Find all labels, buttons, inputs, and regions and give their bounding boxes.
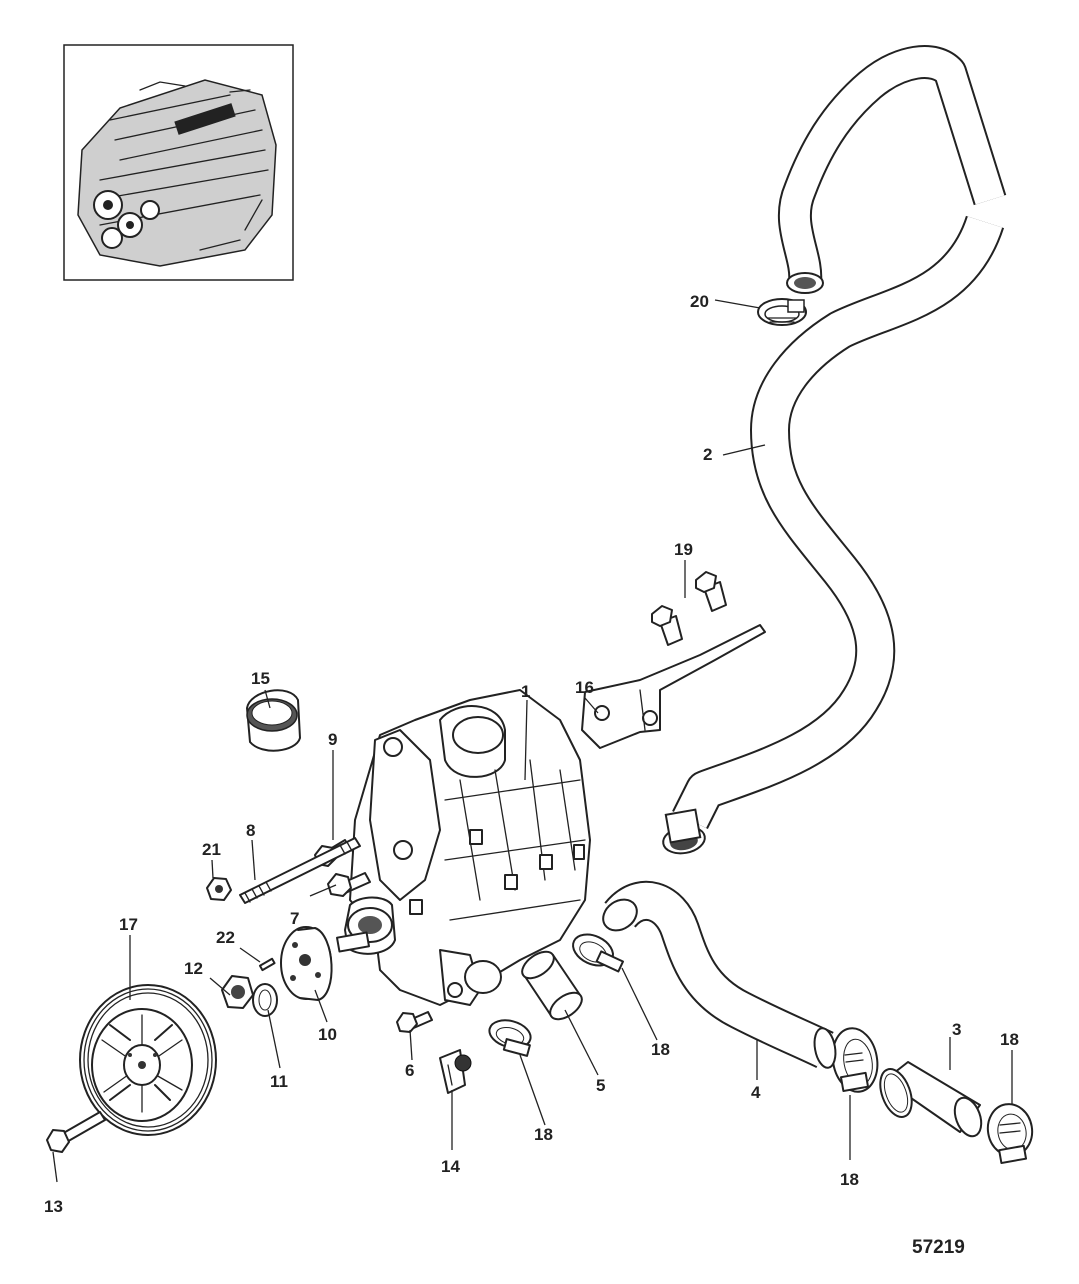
callout-9: 9 <box>328 730 337 749</box>
plug-part-14 <box>439 1049 472 1094</box>
callout-13: 13 <box>44 1197 63 1216</box>
callout-1: 1 <box>521 682 530 701</box>
callout-8: 8 <box>246 821 255 840</box>
callout-18-d: 18 <box>1000 1030 1019 1049</box>
hose-clamp-part-18-a <box>488 1019 532 1057</box>
callout-15: 15 <box>251 669 270 688</box>
callout-labels: 1 2 3 4 5 6 7 8 9 10 11 12 13 14 15 16 1… <box>44 292 1019 1216</box>
callout-14: 14 <box>441 1157 460 1176</box>
callout-18-b: 18 <box>651 1040 670 1059</box>
nut-part-12 <box>221 975 254 1009</box>
callout-16: 16 <box>575 678 594 697</box>
bracket-part-16 <box>581 624 766 749</box>
figure-number: 57219 <box>912 1237 965 1258</box>
callout-4: 4 <box>751 1083 761 1102</box>
water-pump-part-1 <box>336 689 591 1006</box>
cap-part-15 <box>246 689 301 752</box>
upper-hose-part-2 <box>662 45 1007 855</box>
pin-part-22 <box>258 957 276 972</box>
lower-hose-part-4 <box>602 880 837 1069</box>
callout-17: 17 <box>119 915 138 934</box>
callout-6: 6 <box>405 1061 414 1080</box>
nut-part-21 <box>206 877 232 901</box>
callout-2: 2 <box>703 445 712 464</box>
callout-7: 7 <box>290 909 299 928</box>
hose-clamp-part-18-c <box>831 1027 879 1093</box>
hose-clamp-part-18-d <box>986 1103 1034 1164</box>
stud-part-8 <box>239 837 361 904</box>
pulley-part-17 <box>79 984 217 1136</box>
callout-10: 10 <box>318 1025 337 1044</box>
coupling-part-5 <box>521 950 583 1021</box>
engine-locator-inset <box>63 44 294 281</box>
washer-part-11 <box>252 983 278 1017</box>
callout-3: 3 <box>952 1020 961 1039</box>
bolt-part-7 <box>327 872 371 897</box>
callout-5: 5 <box>596 1076 605 1095</box>
callout-22: 22 <box>216 928 235 947</box>
hose-clamp-part-20 <box>757 298 807 326</box>
callout-18-c: 18 <box>840 1170 859 1189</box>
leader-lines <box>52 299 1013 1183</box>
bolt-part-6 <box>396 1011 433 1033</box>
hose-clamp-part-18-b <box>572 933 624 973</box>
engine-locator-icon <box>77 79 277 267</box>
callout-18-a: 18 <box>534 1125 553 1144</box>
hub-part-10 <box>280 926 333 1001</box>
callout-12: 12 <box>184 959 203 978</box>
callout-11: 11 <box>270 1072 288 1091</box>
bolt-part-13 <box>46 1111 106 1153</box>
callout-20: 20 <box>690 292 709 311</box>
callout-19: 19 <box>674 540 693 559</box>
callout-21: 21 <box>202 840 221 859</box>
bolts-part-19 <box>651 571 727 646</box>
coupling-part-3 <box>879 1061 983 1138</box>
